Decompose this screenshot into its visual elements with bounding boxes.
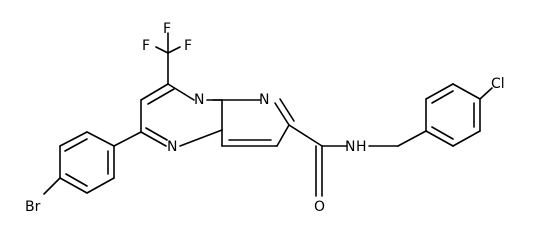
chlorine-label: Cl — [491, 76, 505, 92]
fluorine-3-label: F — [184, 38, 192, 54]
fluorine-1-label: F — [142, 38, 150, 54]
oxygen-label: O — [314, 199, 325, 215]
chemical-structure-diagram: F F F N N N Br O N H Cl — [25, 21, 505, 215]
pyrazole-nitrogen-label: N — [259, 92, 269, 108]
atom-labels: F F F N N N Br O N H Cl — [25, 21, 505, 215]
bromine-label: Br — [25, 199, 41, 215]
pyrimidine-nitrogen-label: N — [167, 139, 177, 155]
bridge-nitrogen-label: N — [194, 92, 204, 108]
bond-lines — [43, 32, 493, 197]
amide-nitrogen-label: N — [345, 139, 355, 155]
fluorine-2-label: F — [163, 21, 171, 37]
amide-hydrogen-label: H — [356, 139, 367, 155]
